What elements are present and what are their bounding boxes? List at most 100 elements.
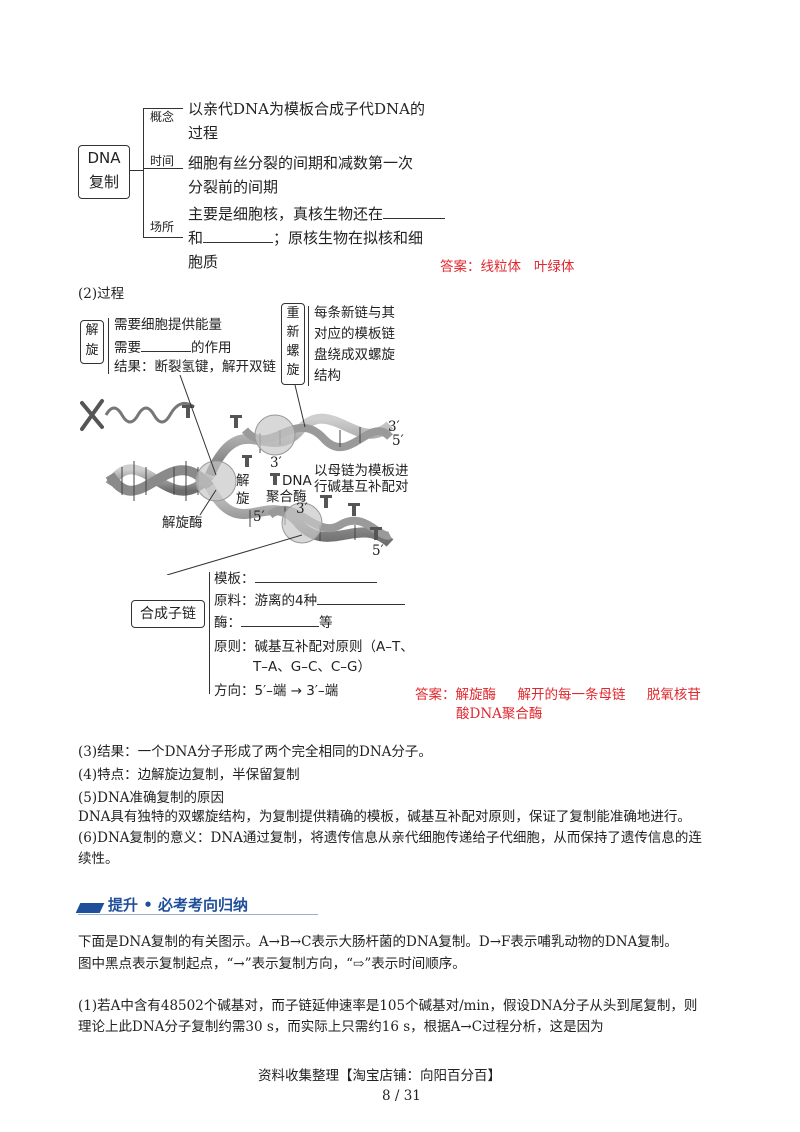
answer-2-line-1: 答案：解旋酶 解开的每一条母链 脱氧核苷 xyxy=(415,687,701,703)
place-line-1: 主要是细胞核，真核生物还在 xyxy=(188,202,446,226)
rewind-line-4: 结构 xyxy=(314,368,341,384)
rewind-title-4: 旋 xyxy=(286,363,300,378)
polymerase-sphere-upper xyxy=(254,414,296,456)
dna-replication-illustration xyxy=(80,375,394,575)
branch-tick-2 xyxy=(143,168,183,169)
process-heading: (2)过程 xyxy=(78,286,125,302)
time-line-2: 分裂前的间期 xyxy=(188,178,279,196)
unwind-line-3: 结果：断裂氢键，解开双链 xyxy=(114,359,276,375)
rewind-title-1: 重 xyxy=(286,306,300,321)
result-3: (3)结果：一个DNA分子形成了两个完全相同的DNA分子。 xyxy=(78,744,432,760)
helicase-sphere xyxy=(195,460,237,502)
section-title: 提升 • 必考考向归纳 xyxy=(108,896,249,914)
unwind-brace xyxy=(108,318,109,374)
section-bar-icon xyxy=(75,903,105,913)
answer-1: 答案：线粒体 叶绿体 xyxy=(440,259,575,275)
synth-principle-1: 原则：碱基互补配对原则（A–T、 xyxy=(214,639,414,655)
unwind-need: 需要 xyxy=(114,340,141,356)
unwind-line-2: 需要 的作用 xyxy=(114,337,232,357)
rewind-title-box: 重 新 螺 旋 xyxy=(281,303,305,385)
place-text-3: ；原核生物在拟核和细 xyxy=(273,229,424,247)
unwind-effect: 的作用 xyxy=(191,340,232,356)
label-helicase: 解旋酶 xyxy=(162,515,203,531)
label-unwind-2: 旋 xyxy=(236,491,250,507)
rewind-title-2: 新 xyxy=(286,325,300,340)
rewind-title-3: 螺 xyxy=(286,344,300,359)
answer-2-line-2: 酸DNA聚合酶 xyxy=(456,706,543,722)
label-3prime-mid2: 3′ xyxy=(296,501,308,517)
unwind-title-box: 解 旋 xyxy=(80,320,104,364)
section-underline xyxy=(78,914,318,915)
unwind-title-2: 旋 xyxy=(85,343,99,358)
branch-tick-3 xyxy=(143,237,183,238)
label-3prime-top: 3′ xyxy=(388,419,400,435)
label-template-note-1: 以母链为模板进 xyxy=(314,463,409,479)
synth-material: 原料：游离的4种 xyxy=(214,590,406,610)
result-6: (6)DNA复制的意义：DNA通过复制，将遗传信息从亲代细胞传递给子代细胞，从而… xyxy=(78,830,702,846)
question-line-1: (1)若A中含有48502个碱基对，而子链延伸速率是105个碱基对/min，假设… xyxy=(78,998,698,1014)
rewind-brace xyxy=(308,306,309,386)
blank-3 xyxy=(141,337,191,352)
place-text-2: 和 xyxy=(188,229,204,247)
place-line-3: 胞质 xyxy=(188,253,219,271)
synth-principle-2: T–A、G–C、C–G） xyxy=(253,659,372,675)
footer-source: 资料收集整理【淘宝店铺：向阳百分百】 xyxy=(258,1068,501,1084)
blank-6 xyxy=(241,612,319,627)
coiled-dna-icon xyxy=(104,401,195,424)
label-template-note-2: 行碱基互补配对 xyxy=(314,479,409,495)
time-line-1: 细胞有丝分裂的间期和减数第一次 xyxy=(188,154,414,172)
synth-direction: 方向：5′–端 → 3′–端 xyxy=(214,683,339,699)
parent-strand-b xyxy=(105,465,214,496)
synth-enzyme-label: 酶： xyxy=(214,615,241,631)
page-number: 8 / 31 xyxy=(382,1088,421,1104)
blank-2 xyxy=(203,226,274,243)
center-line-2: 复制 xyxy=(88,173,119,191)
label-polymerase-2: 聚合酶 xyxy=(266,489,307,505)
blank-5 xyxy=(317,590,406,605)
chromosome-icon xyxy=(80,399,104,431)
synth-enzyme: 酶： 等 xyxy=(214,612,333,632)
connector-line xyxy=(129,170,143,171)
synth-template: 模板： xyxy=(214,568,377,588)
leader-helicase xyxy=(199,489,217,516)
result-5: (5)DNA准确复制的原因 xyxy=(78,790,225,806)
blank-1 xyxy=(383,202,446,219)
rewind-line-2: 对应的模板链 xyxy=(314,326,395,342)
label-5prime-top: 5′ xyxy=(392,433,404,449)
label-5prime-bottom: 5′ xyxy=(372,543,384,559)
center-line-1: DNA xyxy=(87,149,121,167)
synth-title: 合成子链 xyxy=(140,606,196,622)
result-6-cont: 续性。 xyxy=(78,851,119,867)
polymerase-sphere-lower xyxy=(281,502,323,544)
result-4: (4)特点：边解旋边复制，半保留复制 xyxy=(78,767,300,783)
synth-brace xyxy=(209,572,210,694)
synth-title-box: 合成子链 xyxy=(131,600,205,628)
free-nucleotides-icon xyxy=(182,405,382,540)
branch-label-concept: 概念 xyxy=(150,110,175,124)
leader-synth xyxy=(166,534,303,575)
rewind-line-1: 每条新链与其 xyxy=(314,305,395,321)
label-3prime-mid: 3′ xyxy=(270,455,282,471)
concept-line-1: 以亲代DNA为模板合成子代DNA的 xyxy=(188,100,425,118)
label-polymerase-1: DNA xyxy=(282,473,312,489)
place-line-2: 和 ；原核生物在拟核和细 xyxy=(188,226,423,250)
question-line-2: 理论上此DNA分子复制约需30 s，而实际上只需约16 s，根据A→C过程分析，… xyxy=(78,1019,604,1035)
intro-line-2: 图中黑点表示复制起点，“→”表示复制方向，“⇨”表示时间顺序。 xyxy=(78,956,466,972)
blank-4 xyxy=(254,568,377,583)
branch-tick-1 xyxy=(143,108,183,109)
leader-rewind xyxy=(294,384,306,428)
synth-enzyme-suffix: 等 xyxy=(319,615,333,631)
concept-line-2: 过程 xyxy=(188,124,219,142)
unwind-title-1: 解 xyxy=(85,323,99,338)
synth-template-label: 模板： xyxy=(214,571,255,587)
concept-brace xyxy=(143,108,144,238)
place-text-1: 主要是细胞核，真核生物还在 xyxy=(188,205,384,223)
branch-label-time: 时间 xyxy=(150,154,175,168)
synth-material-label: 原料：游离的4种 xyxy=(214,593,318,609)
dna-replication-box: DNA 复制 xyxy=(78,145,130,199)
intro-line-1: 下面是DNA复制的有关图示。A→B→C表示大肠杆菌的DNA复制。D→F表示哺乳动… xyxy=(78,934,678,950)
label-unwind-1: 解 xyxy=(236,473,250,489)
result-5-detail: DNA具有独特的双螺旋结构，为复制提供精确的模板，碱基互补配对原则，保证了复制能… xyxy=(78,809,691,825)
leader-unwind xyxy=(179,375,217,476)
unwind-line-1: 需要细胞提供能量 xyxy=(114,317,222,333)
